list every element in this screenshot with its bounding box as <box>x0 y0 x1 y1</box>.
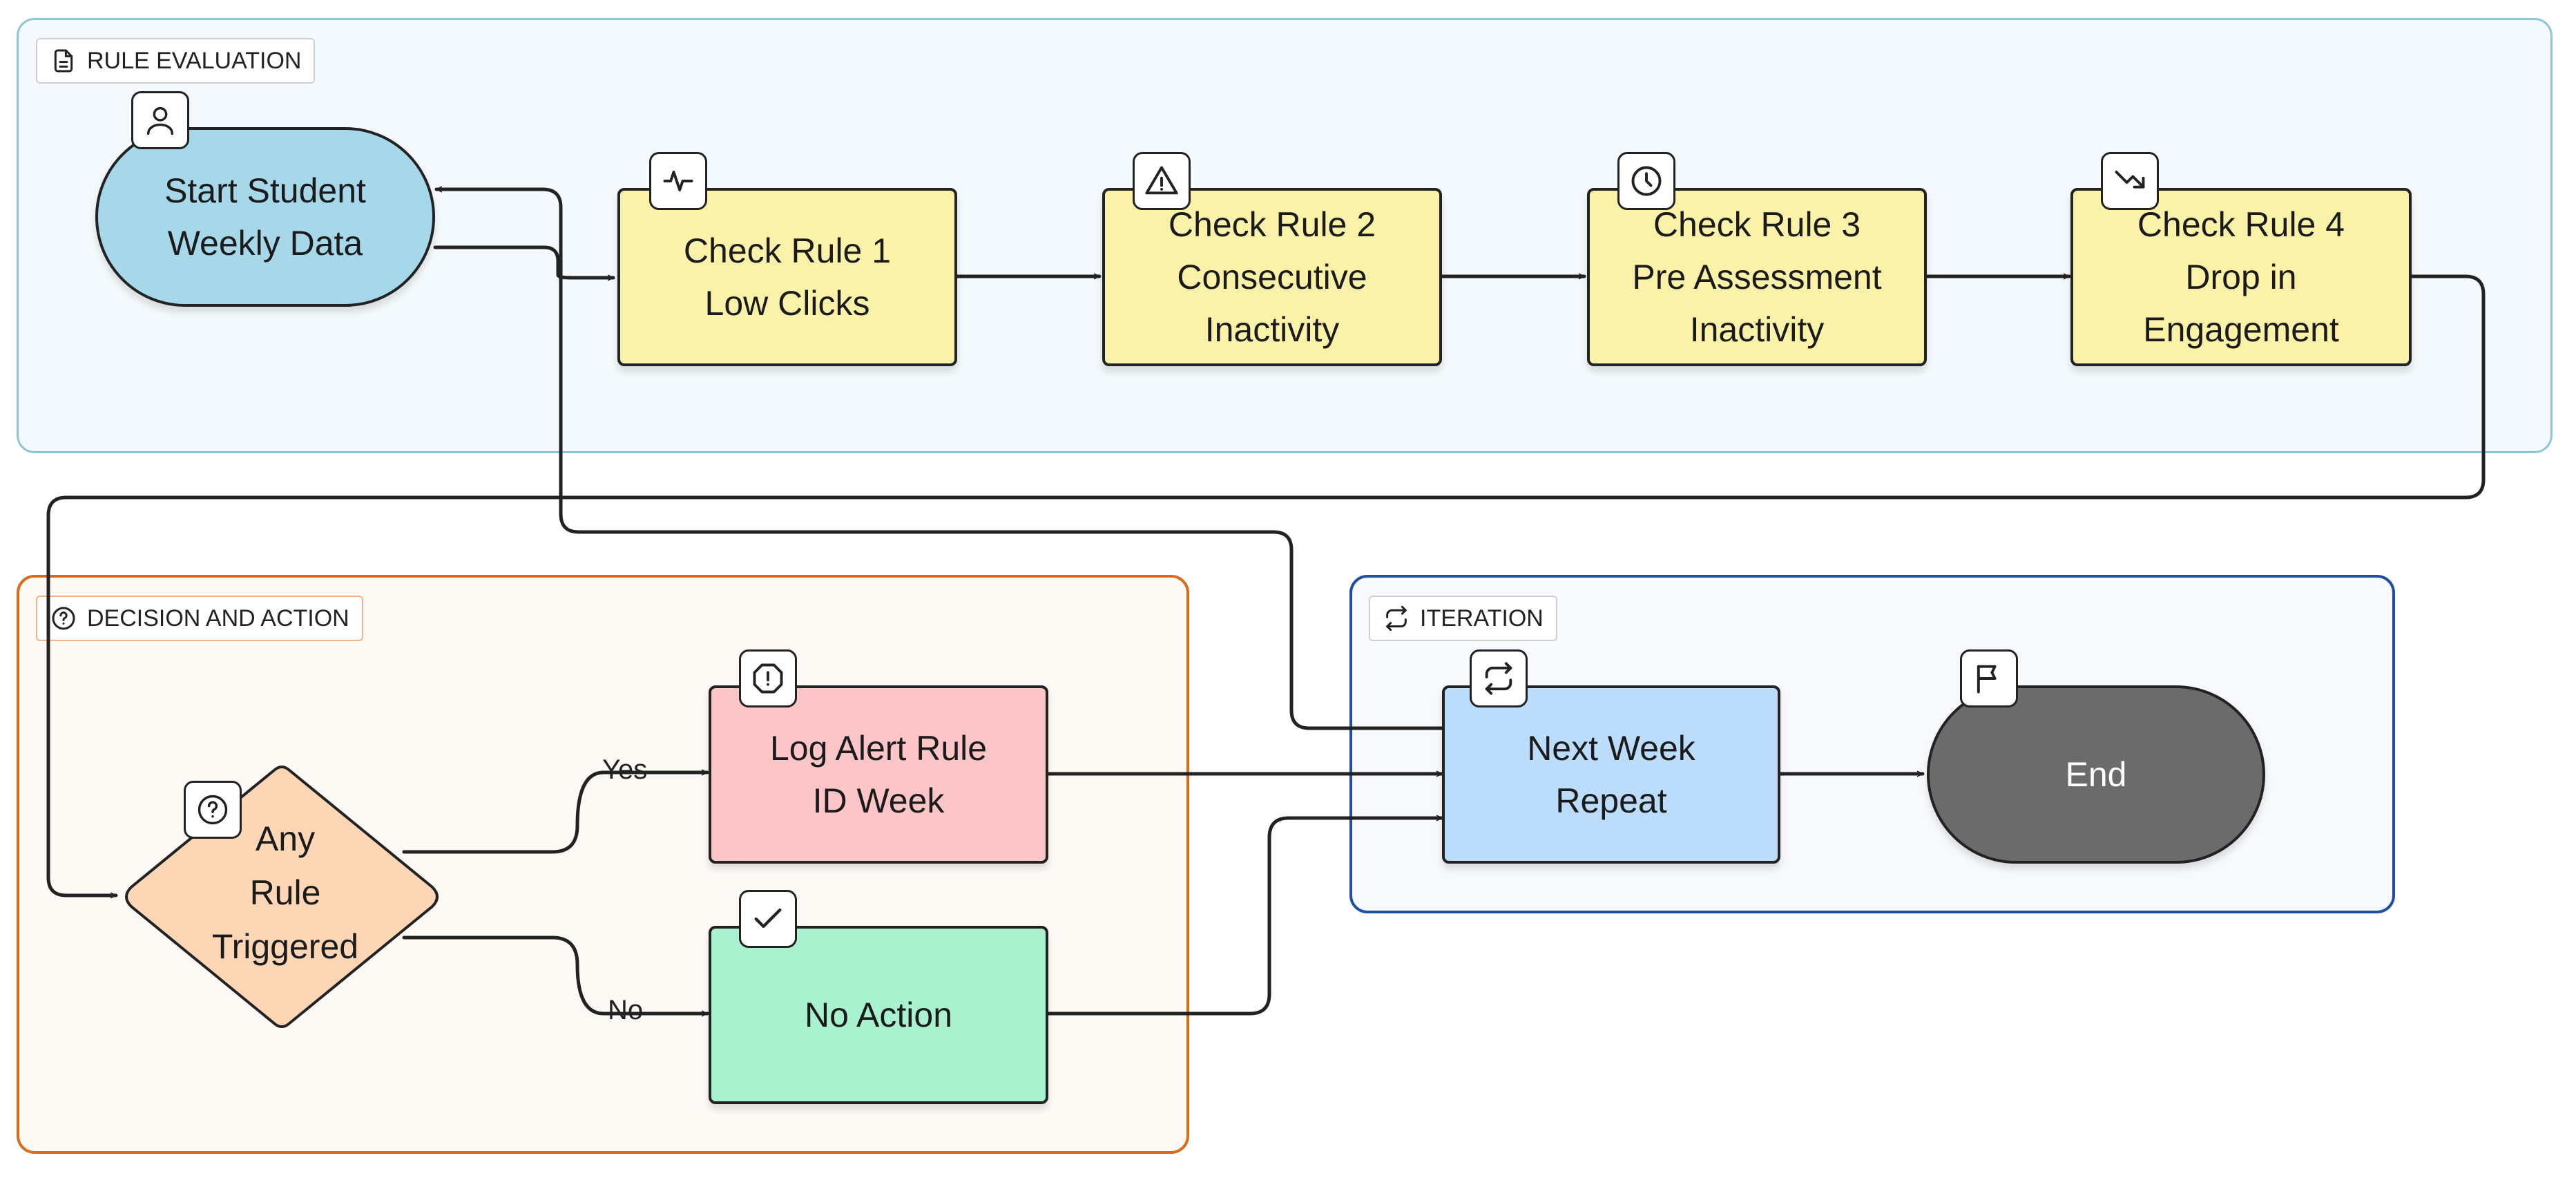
help-circle-icon <box>52 607 75 630</box>
badge-decision <box>184 781 242 839</box>
node-end[interactable]: End <box>1927 685 2265 864</box>
node-decision-label: Any Rule Triggered <box>211 819 359 966</box>
badge-rule2 <box>1133 152 1191 210</box>
node-rule1[interactable]: Check Rule 1 Low Clicks <box>617 188 957 366</box>
badge-next-week <box>1470 649 1528 707</box>
edge-rule4-to-decision <box>46 274 2486 895</box>
edge-no-action-to-next-week <box>1046 818 1444 1016</box>
group-label-text: RULE EVALUATION <box>87 47 302 74</box>
warning-icon <box>1145 166 1178 195</box>
repeat-icon <box>1386 605 1407 631</box>
node-label: Log Alert Rule ID Week <box>769 729 988 820</box>
node-label: Check Rule 4 Drop in Engagement <box>2137 205 2345 349</box>
badge-start <box>131 91 189 149</box>
edge-decision-to-no-action <box>402 935 709 1014</box>
edge-next-week-to-start <box>434 189 1444 730</box>
group-label-iteration: ITERATION <box>1369 596 1557 641</box>
clock-icon <box>1631 166 1662 196</box>
badge-rule3 <box>1617 152 1675 210</box>
node-no-action[interactable]: No Action <box>709 926 1048 1104</box>
check-icon <box>754 908 782 928</box>
node-rule3[interactable]: Check Rule 3 Pre Assessment Inactivity <box>1587 188 1927 366</box>
node-label: Check Rule 2 Consecutive Inactivity <box>1168 205 1376 349</box>
node-rule4[interactable]: Check Rule 4 Drop in Engagement <box>2070 188 2412 366</box>
alert-icon <box>753 663 783 694</box>
node-label: No Action <box>804 996 952 1034</box>
node-label: Next Week Repeat <box>1527 729 1695 820</box>
node-label: Check Rule 3 Pre Assessment Inactivity <box>1632 205 1882 349</box>
help-icon <box>198 795 228 825</box>
node-rule2[interactable]: Check Rule 2 Consecutive Inactivity <box>1102 188 1442 366</box>
edge-start-to-rule1 <box>433 245 615 278</box>
node-label: Check Rule 1 Low Clicks <box>683 231 892 323</box>
badge-no-action <box>739 890 797 948</box>
activity-icon <box>663 171 693 191</box>
badge-rule1 <box>649 152 707 210</box>
edge-decision-to-log-alert <box>402 772 709 854</box>
node-log-alert[interactable]: Log Alert Rule ID Week <box>709 685 1048 864</box>
badge-end <box>1960 649 2018 707</box>
badge-log-alert <box>739 649 797 707</box>
trending-down-icon <box>2115 171 2145 189</box>
repeat-icon <box>1485 662 1512 695</box>
group-label-decision-action: DECISION AND ACTION <box>36 596 363 641</box>
document-icon <box>54 49 73 73</box>
flag-icon <box>1977 665 1997 694</box>
group-label-text: ITERATION <box>1420 605 1544 631</box>
node-start[interactable]: Start Student Weekly Data <box>95 127 435 307</box>
node-label: End <box>2065 755 2127 794</box>
user-icon <box>146 106 174 135</box>
node-label: Start Student Weekly Data <box>164 171 366 263</box>
group-label-text: DECISION AND ACTION <box>87 605 349 631</box>
group-label-rule-evaluation: RULE EVALUATION <box>36 38 316 84</box>
edge-label-yes: Yes <box>602 754 648 785</box>
badge-rule4 <box>2101 152 2159 210</box>
edge-label-no: No <box>608 995 644 1025</box>
node-next-week[interactable]: Next Week Repeat <box>1442 685 1780 864</box>
